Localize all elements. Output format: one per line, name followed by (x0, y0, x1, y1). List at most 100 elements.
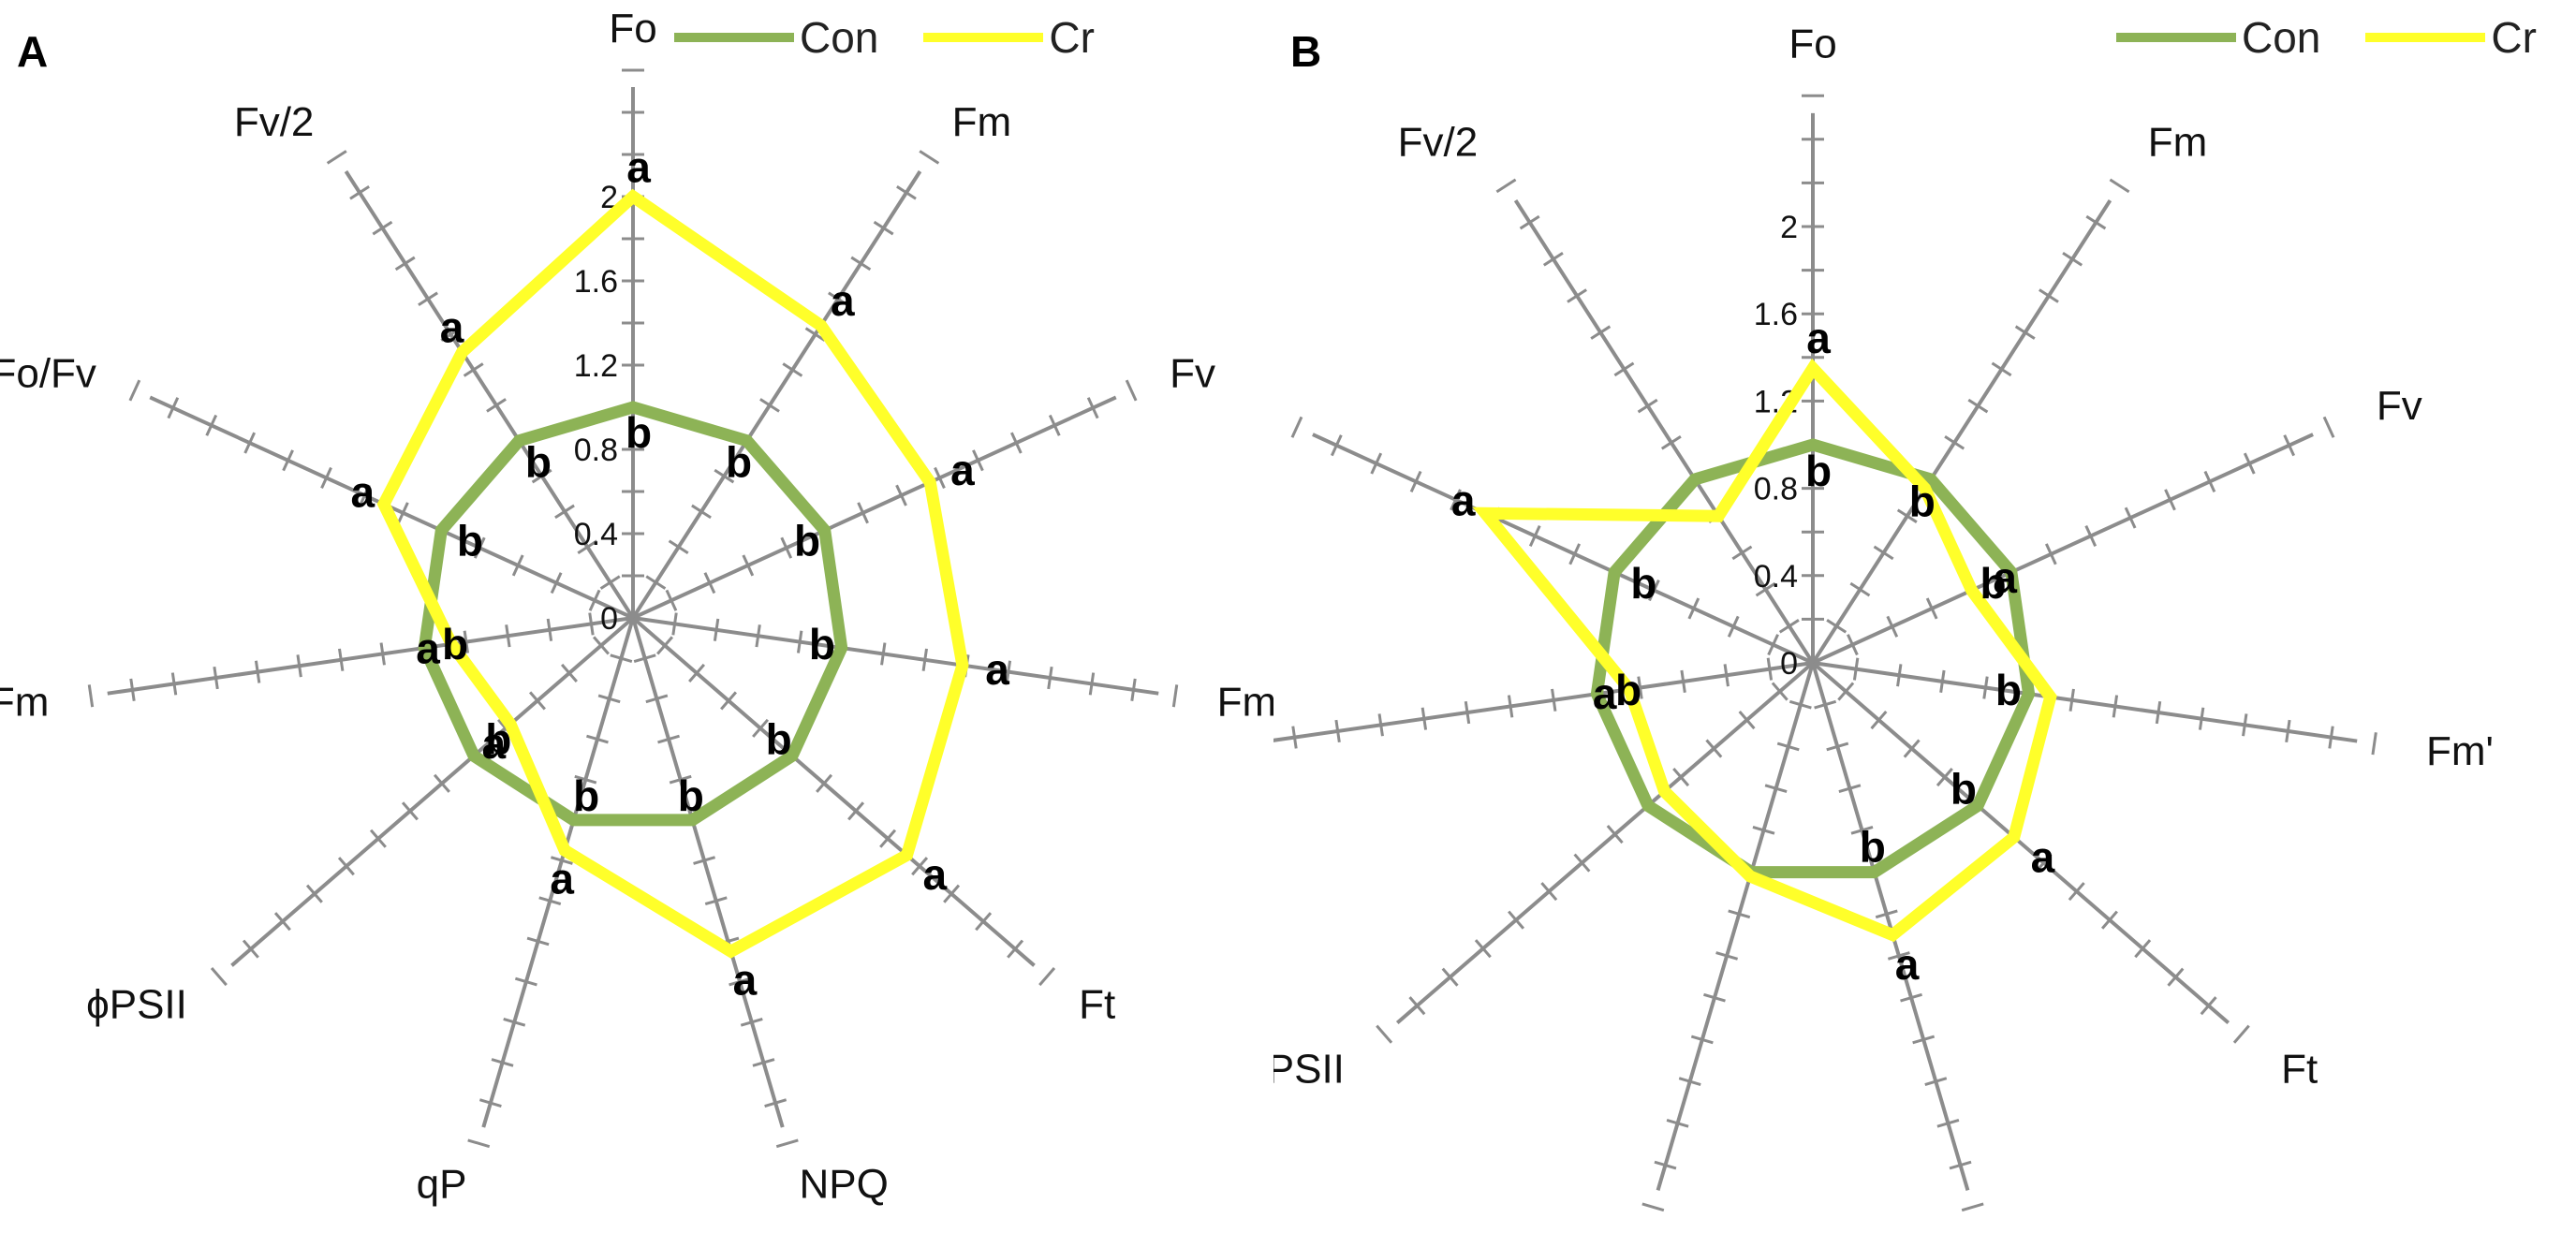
significance-letter: a (1593, 669, 1617, 718)
axis-tick (2242, 713, 2248, 737)
axis-tick (1936, 1119, 1960, 1128)
axis-tick (1528, 524, 1541, 548)
axis-label: Fv/Fm (0, 680, 49, 726)
axis-tick (1900, 992, 1922, 1003)
axis-tick (1420, 707, 1428, 730)
axis-label: Ft (1079, 982, 1115, 1028)
axis-tick (1731, 545, 1753, 561)
axis-tick (2167, 967, 2185, 987)
axis-line (107, 616, 634, 696)
legend-label-con: Con (800, 13, 879, 62)
axis-tick (1007, 939, 1024, 959)
axis-tick (1507, 695, 1514, 718)
legend-swatch-con (2116, 33, 2236, 42)
significance-letter: a (985, 645, 1009, 694)
axis-tick (1767, 634, 1779, 656)
axis-tick (338, 648, 345, 671)
axis-tick (167, 397, 180, 419)
axis-line (632, 616, 1159, 696)
axis-tick (1723, 664, 1730, 687)
axis-label: Fm (952, 99, 1012, 145)
axis-tick (1088, 672, 1096, 696)
axis-tick (764, 1098, 788, 1108)
axis-tick (511, 554, 524, 577)
axis-tick (1764, 784, 1788, 793)
axis-tick (720, 691, 738, 711)
axis-tick (2085, 214, 2107, 230)
axis-tick (804, 327, 826, 342)
axis-tick (320, 466, 332, 489)
axis-tick (713, 618, 720, 641)
axis-tick (550, 572, 563, 594)
axis-tick (896, 184, 917, 200)
axis-tick (752, 718, 770, 738)
axis-tick (2068, 688, 2075, 712)
axis-tick (213, 666, 219, 690)
axis-tick (526, 936, 550, 947)
axis-tick (2100, 910, 2118, 930)
axis-tick (2200, 996, 2217, 1016)
axis-tick (87, 684, 95, 708)
axis-tick (1896, 664, 1903, 687)
axis-tick (528, 691, 546, 711)
axis-tick (1873, 545, 1894, 561)
axis-tick (1728, 909, 1751, 919)
axis-tick (934, 466, 946, 489)
significance-letter: a (2031, 833, 2055, 882)
axis-tick (491, 1058, 514, 1067)
series-line-cr (376, 188, 969, 959)
axis-tick (2134, 939, 2152, 959)
axis-line (1513, 198, 1815, 665)
axis-tick (1408, 996, 1426, 1016)
legend-label-con: Con (2242, 13, 2321, 62)
axis-tick (729, 976, 752, 987)
axis-tick (943, 884, 961, 903)
axis-tick (478, 1098, 502, 1108)
panel-a: A Con Cr FoFmFvFm'FtNPQqPϕPSIIFv/FmFo/Fv… (0, 0, 1273, 1233)
axis-tick (1542, 252, 1564, 267)
legend-item-con: Con (2116, 12, 2320, 63)
tick-label: 0.8 (1754, 472, 1798, 507)
axis-tick (1727, 615, 1740, 638)
axis-line (1811, 198, 2112, 665)
axis-tick (1519, 214, 1540, 230)
significance-letter: b (457, 517, 483, 565)
axis-tick (1705, 739, 1723, 758)
axis-line (481, 617, 635, 1128)
axis-tick (857, 502, 869, 524)
axis-tick (1903, 739, 1921, 758)
radar-chart-a: FoFmFvFm'FtNPQqPϕPSIIFv/FmFo/FvFv/200.40… (0, 6, 1273, 1207)
axis-tick (1660, 435, 1682, 450)
axis-tick (326, 150, 347, 165)
axis-tick (538, 896, 562, 906)
axis-tick (2044, 543, 2057, 565)
significance-letter: a (831, 276, 855, 325)
axis-line (1656, 662, 1815, 1191)
axis-label: Fv (2377, 383, 2422, 429)
axis-tick (1508, 910, 1525, 930)
significance-letter: b (485, 715, 511, 764)
axis-tick (975, 912, 993, 932)
axis-tick (2062, 252, 2083, 267)
axis-tick (588, 612, 595, 636)
axis-tick (1826, 619, 1847, 634)
axis-tick (691, 504, 712, 520)
series-line-con (1590, 438, 2036, 879)
axis-tick (273, 912, 291, 932)
axis-line (1395, 661, 1815, 1025)
axis-tick (243, 432, 257, 454)
axis-tick (2328, 726, 2334, 749)
significance-letter: a (1806, 314, 1831, 362)
significance-letter: b (1995, 666, 2022, 714)
axis-tick (546, 618, 553, 641)
axis-tick (1766, 657, 1774, 681)
axis-tick (1654, 1160, 1677, 1170)
axis-tick (379, 642, 386, 666)
significance-letter: a (1895, 940, 1920, 989)
significance-letter: a (350, 467, 375, 516)
legend-swatch-cr (2365, 33, 2486, 42)
tick-label: 0 (600, 601, 618, 637)
axis-tick (560, 663, 578, 683)
axis-tick (282, 449, 294, 472)
axis-tick (531, 468, 552, 484)
